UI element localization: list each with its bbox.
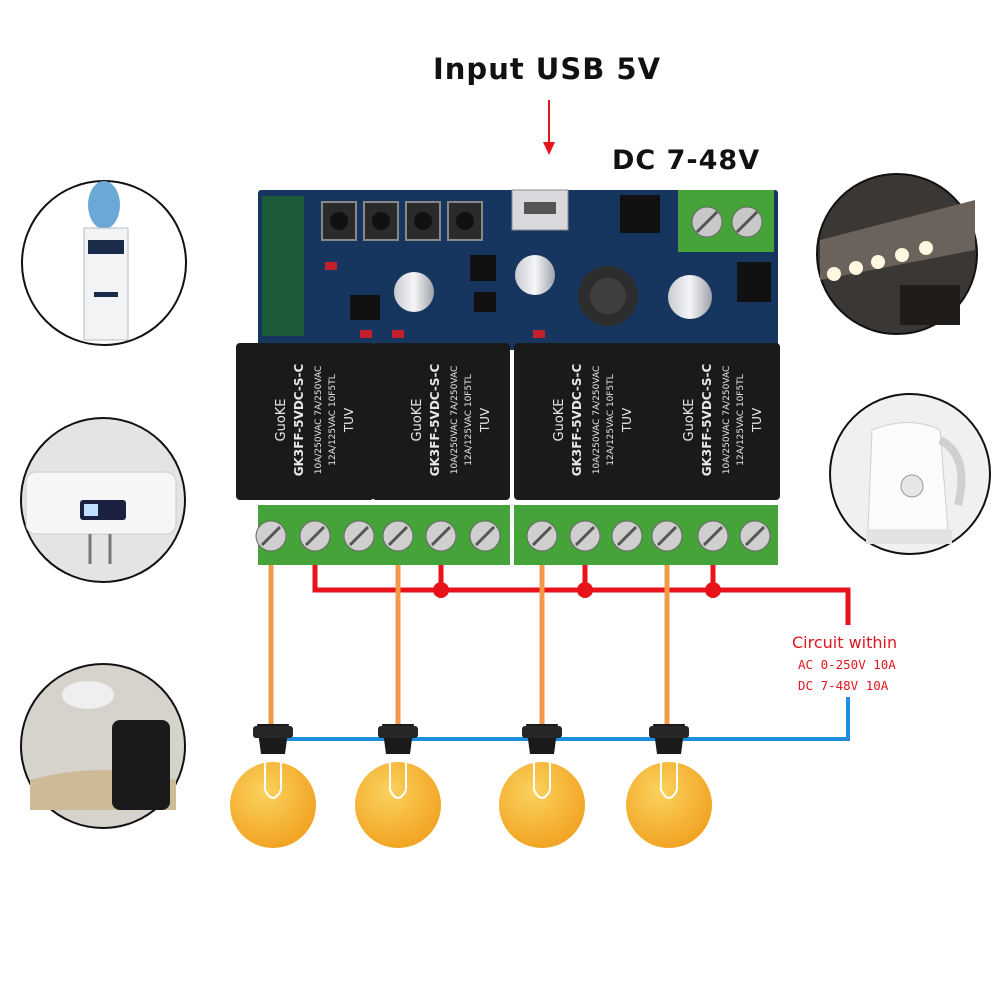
terminal-screw-slot <box>387 525 409 547</box>
terminal-screw-slot <box>348 525 370 547</box>
terminal-screw-slot <box>702 525 724 547</box>
svg-text:GK3FF-5VDC-S-C: GK3FF-5VDC-S-C <box>700 364 714 477</box>
appliances <box>20 173 991 829</box>
svg-text:12A/125VAC 10F5TL: 12A/125VAC 10F5TL <box>606 374 616 465</box>
terminal-screw-slot <box>531 525 553 547</box>
light-bulbs <box>230 724 712 848</box>
svg-text:TUV: TUV <box>478 407 492 433</box>
circuit-ac-rating: AC 0-250V 10A <box>798 657 896 672</box>
svg-text:GuoKE: GuoKE <box>410 398 425 441</box>
push-buttons <box>321 201 483 241</box>
svg-text:10A/250VAC 7A/250VAC: 10A/250VAC 7A/250VAC <box>450 366 460 475</box>
svg-text:GK3FF-5VDC-S-C: GK3FF-5VDC-S-C <box>428 364 442 477</box>
svg-text:10A/250VAC 7A/250VAC: 10A/250VAC 7A/250VAC <box>592 366 602 475</box>
svg-text:12A/125VAC 10F5TL: 12A/125VAC 10F5TL <box>328 374 338 465</box>
electric-kettle-icon <box>829 393 991 555</box>
circuit-dc-rating: DC 7-48V 10A <box>798 678 889 693</box>
svg-text:10A/250VAC 7A/250VAC: 10A/250VAC 7A/250VAC <box>314 366 324 475</box>
svg-text:10A/250VAC 7A/250VAC: 10A/250VAC 7A/250VAC <box>722 366 732 475</box>
dc-terminal-block <box>678 190 774 252</box>
ceiling-lights-icon <box>816 173 978 335</box>
svg-text:GuoKE: GuoKE <box>274 398 289 441</box>
dc-input-label: DC 7-48V <box>612 145 761 176</box>
output-terminals <box>255 505 778 565</box>
terminal-screw-slot <box>616 525 638 547</box>
wifi-module <box>262 196 304 336</box>
relay-4: GuoKE GK3FF-5VDC-S-C 10A/250VAC 7A/250VA… <box>645 343 780 500</box>
terminal-screw-slot <box>260 525 282 547</box>
terminal-screw-slot <box>474 525 496 547</box>
relay-board <box>258 189 778 350</box>
relay-3: GuoKE GK3FF-5VDC-S-C 10A/250VAC 7A/250VA… <box>514 343 652 500</box>
terminal-screw-slot <box>656 525 678 547</box>
svg-text:GuoKE: GuoKE <box>682 398 697 441</box>
terminal-screw-slot <box>574 525 596 547</box>
relay-2: GuoKE GK3FF-5VDC-S-C 10A/250VAC 7A/250VA… <box>372 343 510 500</box>
wiring <box>268 565 851 741</box>
circuit-title: Circuit within <box>792 633 898 652</box>
svg-text:GK3FF-5VDC-S-C: GK3FF-5VDC-S-C <box>570 364 584 477</box>
light-bulb-1-icon <box>230 724 316 848</box>
water-dispenser-icon <box>21 180 187 346</box>
terminal-screw-slot <box>430 525 452 547</box>
light-bulb-2-icon <box>355 724 441 848</box>
water-heater-icon <box>20 417 186 583</box>
relays: GuoKE GK3FF-5VDC-S-C 10A/250VAC 7A/250VA… <box>236 343 780 500</box>
usb-arrow-icon <box>543 100 555 155</box>
svg-text:TUV: TUV <box>620 407 634 433</box>
input-usb-label: Input USB 5V <box>433 52 662 86</box>
relay-1: GuoKE GK3FF-5VDC-S-C 10A/250VAC 7A/250VA… <box>236 343 374 500</box>
terminal-screw-slot <box>304 525 326 547</box>
svg-text:TUV: TUV <box>750 407 764 433</box>
light-bulb-4-icon <box>626 724 712 848</box>
svg-text:12A/125VAC 10F5TL: 12A/125VAC 10F5TL <box>736 374 746 465</box>
svg-text:TUV: TUV <box>342 407 356 433</box>
terminal-screw-slot <box>744 525 766 547</box>
svg-text:12A/125VAC 10F5TL: 12A/125VAC 10F5TL <box>464 374 474 465</box>
svg-text:GK3FF-5VDC-S-C: GK3FF-5VDC-S-C <box>292 364 306 477</box>
humidifier-icon <box>20 663 186 829</box>
svg-text:GuoKE: GuoKE <box>552 398 567 441</box>
light-bulb-3-icon <box>499 724 585 848</box>
